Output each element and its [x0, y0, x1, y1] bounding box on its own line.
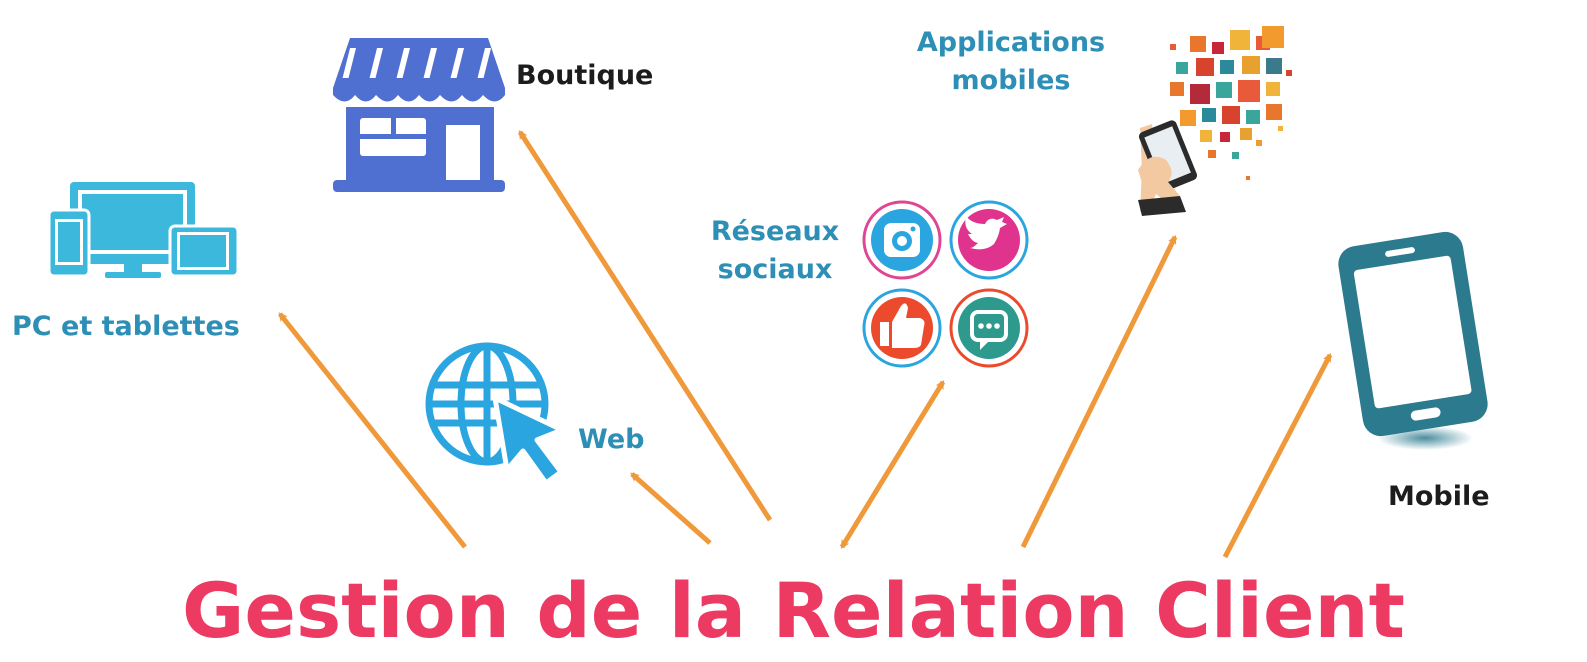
label-reseaux-line1: Réseaux [710, 216, 840, 247]
label-web: Web [578, 424, 645, 455]
camera-icon [862, 200, 942, 280]
arrow-to-mobile [1222, 353, 1333, 559]
label-applications-line2: mobiles [951, 65, 1071, 96]
label-reseaux-line2: sociaux [717, 254, 833, 285]
devices-icon [47, 182, 240, 278]
app-tiles [1170, 26, 1292, 180]
arrow-to-boutique [517, 130, 773, 522]
arrow-to-pc-tablettes [278, 312, 467, 549]
smartphone-icon [1338, 231, 1488, 450]
arrows [278, 130, 1333, 559]
globe-cursor-icon [425, 342, 565, 486]
chat-bubble-icon [949, 288, 1029, 368]
arrow-to-web [630, 472, 712, 545]
thumbs-up-icon [862, 288, 942, 368]
social-icons [862, 200, 1029, 368]
label-mobile: Mobile [1388, 481, 1490, 512]
apps-hand-phone-icon [1138, 26, 1292, 216]
arrow-to-applications-mobiles [1020, 234, 1178, 549]
storefront-icon [333, 38, 505, 192]
arrow-to-reseaux-sociaux [839, 380, 946, 549]
label-reseaux-sociaux: Réseaux sociaux [700, 213, 850, 289]
page-title: Gestion de la Relation Client [182, 566, 1405, 655]
label-boutique: Boutique [516, 60, 654, 91]
label-applications-mobiles: Applications mobiles [900, 24, 1122, 100]
twitter-bird-icon [949, 200, 1029, 280]
label-pc-tablettes: PC et tablettes [12, 311, 240, 342]
label-applications-line1: Applications [916, 27, 1106, 58]
